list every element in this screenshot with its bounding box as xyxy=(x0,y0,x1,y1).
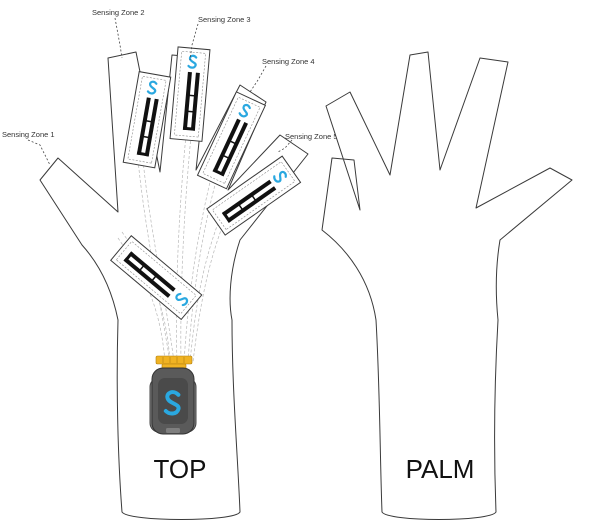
zone-4-label: Sensing Zone 4 xyxy=(262,57,315,66)
glove-top: Sensing Zone 1 Sensing Zone 2 Sensing Zo… xyxy=(2,8,338,520)
sensor-module-icon xyxy=(149,367,197,435)
s-logo-icon xyxy=(273,170,287,183)
sensing-zone-3 xyxy=(169,46,211,142)
sensor-wires xyxy=(117,134,225,363)
s-logo-icon xyxy=(238,103,251,118)
s-logo-icon xyxy=(187,54,198,69)
zone-3-label: Sensing Zone 3 xyxy=(198,15,251,24)
palm-label: PALM xyxy=(406,454,475,484)
sensing-zone-2 xyxy=(122,71,172,169)
sensing-zone-5 xyxy=(206,155,302,236)
sensing-zone-1 xyxy=(110,235,203,320)
top-label: TOP xyxy=(154,454,207,484)
zone-5-label: Sensing Zone 5 xyxy=(285,132,338,141)
glove-palm-outline xyxy=(321,51,573,520)
zone-1-label: Sensing Zone 1 xyxy=(2,130,55,139)
zone-2-label: Sensing Zone 2 xyxy=(92,8,145,17)
s-logo-icon xyxy=(163,390,181,416)
zone-leader-lines xyxy=(27,17,293,166)
sensing-zone-4 xyxy=(196,91,266,190)
s-logo-icon xyxy=(146,80,158,95)
s-logo-icon xyxy=(175,292,189,307)
glove-palm: PALM xyxy=(321,51,573,520)
